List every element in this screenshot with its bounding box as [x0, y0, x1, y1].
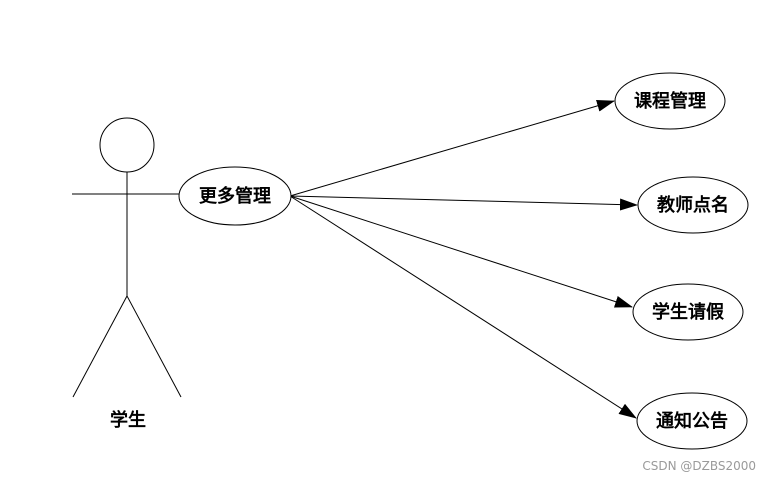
- use-case-ellipse: [178, 166, 292, 226]
- use-case-ellipse: [614, 72, 726, 130]
- actor-head: [99, 117, 155, 173]
- use-case-label: 教师点名: [657, 194, 729, 216]
- watermark-text: CSDN @DZBS2000: [642, 459, 756, 473]
- actor-left-leg: [72, 295, 128, 398]
- use-case-student-leave: 学生请假: [632, 283, 744, 341]
- use-case-notice: 通知公告: [636, 392, 748, 450]
- use-case-ellipse: [636, 392, 748, 450]
- use-case-more-management: 更多管理: [178, 166, 292, 226]
- use-case-label: 通知公告: [656, 410, 728, 432]
- connections: [289, 100, 638, 419]
- actor-student: 学生: [72, 117, 182, 431]
- connector-notice: [289, 195, 637, 419]
- connector-course-management: [289, 100, 615, 197]
- use-case-course-management: 课程管理: [614, 72, 726, 130]
- use-case-label: 课程管理: [634, 90, 706, 112]
- use-case-ellipse: [637, 176, 749, 234]
- connector-student-leave: [289, 195, 633, 308]
- use-case-label: 更多管理: [199, 185, 271, 207]
- actor-right-leg: [126, 295, 182, 398]
- use-case-ellipse: [632, 283, 744, 341]
- use-case-teacher-roll-call: 教师点名: [637, 176, 749, 234]
- actor-label: 学生: [110, 409, 146, 431]
- connector-teacher-roll-call: [289, 195, 638, 211]
- use-case-label: 学生请假: [652, 301, 725, 323]
